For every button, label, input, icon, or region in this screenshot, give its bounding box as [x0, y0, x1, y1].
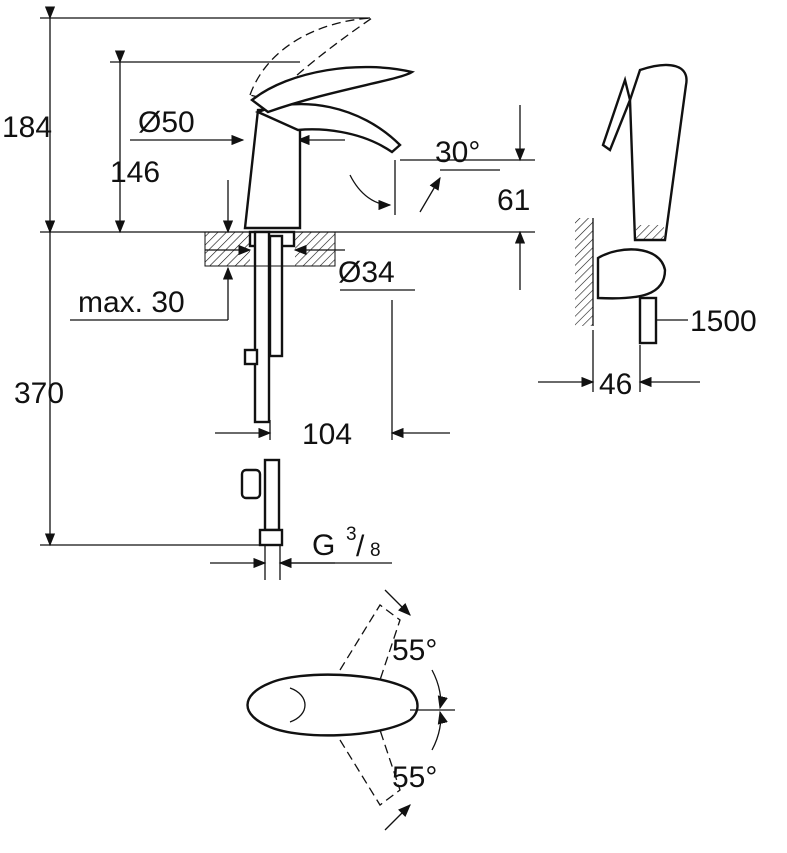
- svg-text:55°: 55°: [392, 761, 437, 794]
- dim-connection-thread: G 3 / 8: [210, 524, 392, 569]
- svg-text:30°: 30°: [435, 136, 480, 169]
- dim-height-total: 184: [2, 6, 370, 234]
- svg-text:Ø34: Ø34: [338, 256, 395, 289]
- svg-text:184: 184: [2, 111, 52, 144]
- svg-text:61: 61: [497, 184, 530, 217]
- dim-spout-reach: 104: [215, 300, 450, 451]
- svg-text:max. 30: max. 30: [78, 286, 185, 319]
- svg-text:146: 146: [110, 156, 160, 189]
- svg-text:Ø50: Ø50: [138, 106, 195, 139]
- faucet-side-view: [204, 65, 415, 424]
- faucet-top-view: 55° 55°: [246, 589, 455, 831]
- svg-text:104: 104: [302, 418, 352, 451]
- svg-text:8: 8: [370, 540, 381, 561]
- dim-hole-diameter: Ø34: [205, 244, 415, 291]
- dim-spout-angle: 30°: [349, 136, 500, 215]
- svg-text:55°: 55°: [392, 634, 437, 667]
- svg-text:46: 46: [599, 368, 632, 401]
- svg-text:1500: 1500: [690, 305, 757, 338]
- svg-text:370: 370: [14, 377, 64, 410]
- svg-text:G: G: [312, 529, 335, 562]
- dim-spout-height: 146: [110, 50, 300, 234]
- dim-body-diameter: Ø50: [130, 106, 345, 146]
- dim-hose-length: 370: [14, 220, 265, 547]
- dim-max-deck: max. 30: [70, 180, 234, 321]
- svg-text:/: /: [356, 530, 365, 563]
- svg-text:3: 3: [346, 524, 357, 545]
- hand-shower-side-view: 1500 46: [538, 63, 757, 401]
- dim-spout-drop: 61: [400, 105, 535, 290]
- flexible-hose: [240, 458, 284, 580]
- lever-raised-outline: [249, 17, 375, 101]
